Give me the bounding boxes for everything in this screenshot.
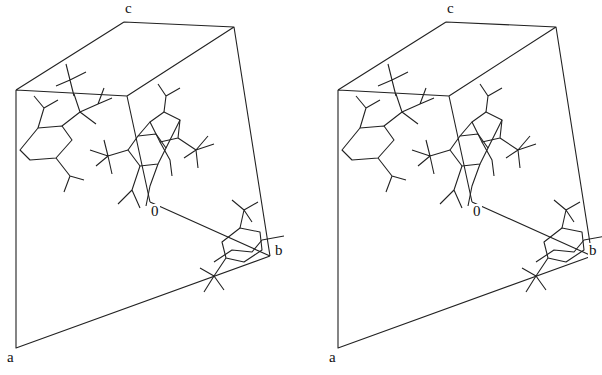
axis-label: a (328, 350, 337, 365)
axis-label: b (274, 243, 284, 258)
left-view (16, 22, 284, 348)
axis-label: c (124, 1, 133, 16)
right-view (338, 22, 602, 348)
axis-label: a (6, 350, 15, 365)
origin-label: 0 (150, 204, 160, 219)
origin-label: 0 (472, 204, 482, 219)
axis-label: c (446, 1, 455, 16)
axis-label: b (588, 243, 598, 258)
